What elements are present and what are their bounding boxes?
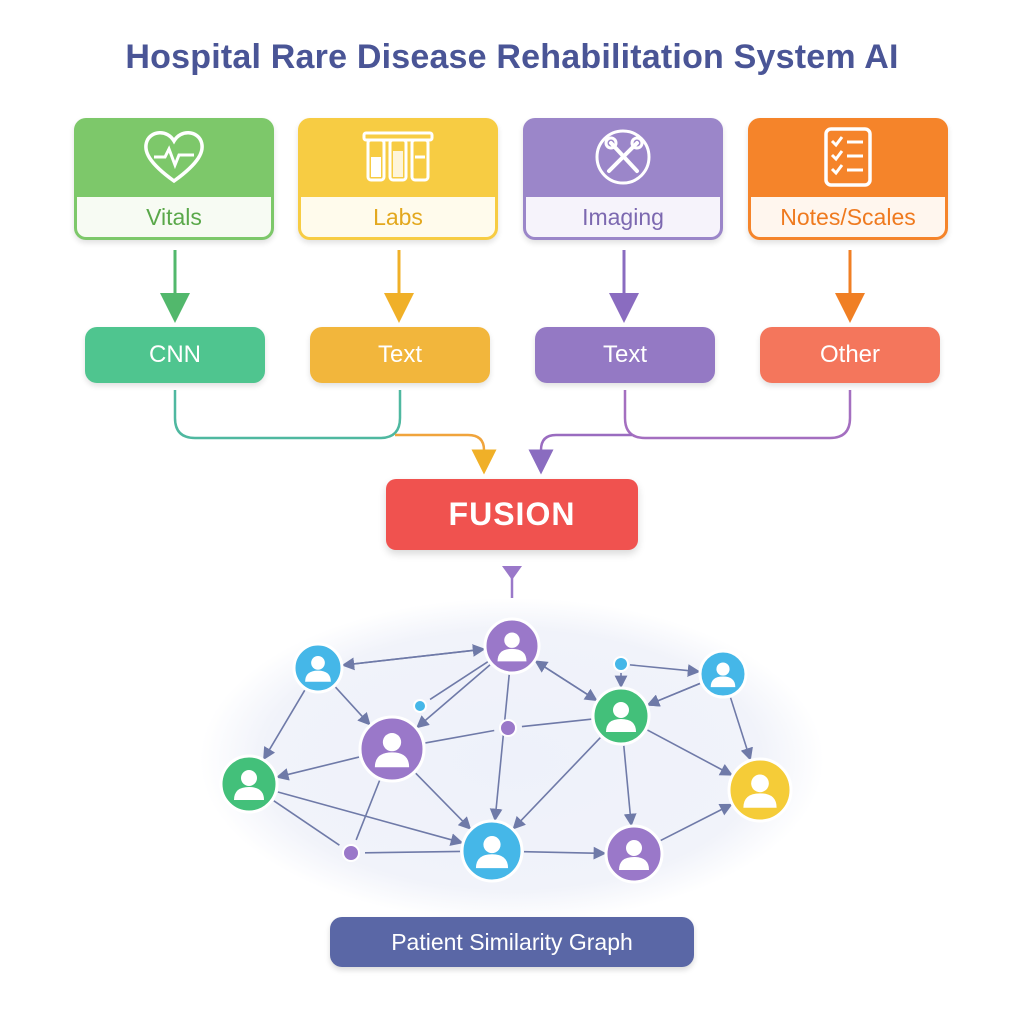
patient-node[interactable] <box>483 617 541 675</box>
person-icon-body <box>234 787 264 800</box>
person-icon-head <box>613 702 629 718</box>
person-icon-head <box>504 632 520 648</box>
merge-left <box>173 390 402 440</box>
test-tubes-icon <box>362 131 434 182</box>
person-icon-body <box>606 719 636 732</box>
patient-node[interactable] <box>591 686 651 746</box>
page-title: Hospital Rare Disease Rehabilitation Sys… <box>125 38 899 76</box>
patient-node[interactable] <box>358 715 426 783</box>
person-icon-body <box>710 676 736 688</box>
person-icon-head <box>751 774 769 793</box>
patient-node[interactable] <box>727 757 793 823</box>
person-icon-body <box>619 857 649 870</box>
graph-background <box>200 598 824 922</box>
person-icon-body <box>475 854 509 869</box>
graph-edge <box>275 756 360 781</box>
person-icon-body <box>374 752 410 768</box>
graph-edge <box>425 729 495 744</box>
graph-edge <box>534 660 597 701</box>
graph-edge <box>334 686 371 726</box>
person-icon-body <box>743 793 777 808</box>
junction-dot <box>342 844 360 862</box>
person-icon-body <box>497 648 527 662</box>
graph-edge <box>646 682 701 707</box>
junction-dot <box>613 656 629 672</box>
merge-right-to-fusion <box>528 433 632 475</box>
graph-junction-node <box>499 719 517 737</box>
person-icon-head <box>716 662 730 676</box>
junction-dot <box>499 719 517 737</box>
graph-edge <box>355 780 381 841</box>
junction-dot <box>413 699 427 713</box>
patient-node[interactable] <box>460 819 524 883</box>
graph-edge <box>429 661 489 701</box>
patient-node[interactable] <box>292 642 344 694</box>
source-imaging-label: Imaging <box>526 197 720 237</box>
encoder-cnn[interactable]: CNN <box>85 327 265 383</box>
patient-node[interactable] <box>219 754 279 814</box>
graph-edge <box>489 674 510 822</box>
patient-node[interactable] <box>698 649 748 699</box>
graph-edge <box>341 648 484 671</box>
source-notes-scales[interactable]: Notes/Scales <box>748 118 948 240</box>
source-imaging[interactable]: Imaging <box>523 118 723 240</box>
patient-node[interactable] <box>604 824 664 884</box>
merge-right <box>623 390 852 440</box>
person-icon-body <box>305 670 331 682</box>
graph-edge <box>273 800 340 846</box>
graph-edge <box>623 745 637 827</box>
encoder-text-imaging[interactable]: Text <box>535 327 715 383</box>
graph-junction-node <box>342 844 360 862</box>
person-icon-head <box>382 733 402 752</box>
graph-edge <box>647 729 733 776</box>
source-vitals[interactable]: Vitals <box>74 118 274 240</box>
person-icon-head <box>241 770 257 786</box>
source-labs-label: Labs <box>301 197 495 237</box>
graph-edge <box>364 850 461 854</box>
graph-edge <box>415 772 472 830</box>
graph-caption: Patient Similarity Graph <box>330 917 694 967</box>
graph-edge <box>729 697 753 761</box>
graph-edge <box>521 718 592 728</box>
graph-edge <box>277 791 464 846</box>
heart-pulse-icon <box>144 131 204 184</box>
person-icon-head <box>626 840 642 856</box>
merge-left-to-fusion <box>395 433 497 475</box>
source-vitals-label: Vitals <box>77 197 271 237</box>
person-icon-head <box>311 656 325 670</box>
encoder-other[interactable]: Other <box>760 327 940 383</box>
graph-edge <box>263 689 306 761</box>
fusion-block[interactable]: FUSION <box>386 479 638 550</box>
graph-edge <box>512 737 601 830</box>
fusion-to-graph-head <box>502 566 522 580</box>
graph-junction-node <box>413 699 427 713</box>
graph-edges <box>263 644 753 860</box>
source-notes-scales-label: Notes/Scales <box>751 197 945 237</box>
graph-edge <box>660 803 733 842</box>
graph-edge <box>629 664 701 677</box>
imaging-tools-icon <box>595 129 651 185</box>
person-icon-head <box>483 836 501 854</box>
graph-edge <box>523 846 607 860</box>
encoder-text-labs[interactable]: Text <box>310 327 490 383</box>
graph-junction-node <box>613 656 629 672</box>
source-labs[interactable]: Labs <box>298 118 498 240</box>
graph-edge <box>415 664 491 729</box>
graph-nodes <box>219 617 793 884</box>
checklist-icon <box>824 127 872 187</box>
